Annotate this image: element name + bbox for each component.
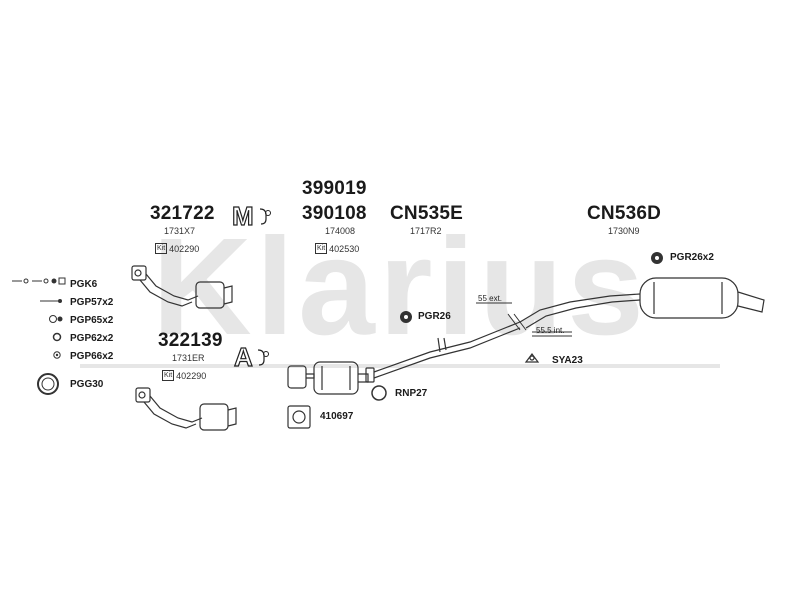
part-number-322139[interactable]: 322139: [158, 330, 223, 351]
oem-number-174008: 174008: [325, 226, 356, 236]
kit-number-402290-top[interactable]: Kit 402290: [155, 243, 199, 254]
callout-410697[interactable]: 410697: [320, 411, 354, 422]
kit-number: 402290: [176, 370, 207, 381]
kit-tag: Kit: [315, 243, 328, 254]
downpipe-upper-icon: [131, 265, 233, 309]
kit-number: 402290: [169, 243, 200, 254]
part-number-321722[interactable]: 321722: [150, 203, 215, 224]
mid-pipe-icon: [365, 321, 521, 383]
rubber-hanger-pgr26x2-icon: [651, 252, 663, 264]
fitting-label-pgp62x2[interactable]: PGP62x2: [70, 333, 114, 344]
rear-silencer-icon: [519, 277, 765, 329]
kit-tag: Kit: [162, 370, 175, 381]
kit-number-402530[interactable]: Kit 402530: [315, 243, 359, 254]
kit-tag: Kit: [155, 243, 168, 254]
svg-text:M: M: [232, 201, 254, 231]
dimension-55-5-int: 55.5 int.: [536, 326, 565, 335]
oem-number-1717r2: 1717R2: [410, 226, 442, 236]
clamp-sya23-icon: [524, 353, 540, 363]
fitting-label-pgk6[interactable]: PGK6: [70, 279, 98, 290]
brand-watermark: Klarius: [80, 210, 720, 376]
oem-number-1730n9: 1730N9: [608, 226, 640, 236]
callout-pgr26x2[interactable]: PGR26x2: [670, 252, 714, 263]
callout-sya23[interactable]: SYA23: [552, 355, 583, 366]
fitting-label-pgp57x2[interactable]: PGP57x2: [70, 297, 114, 308]
svg-text:Klarius: Klarius: [152, 210, 648, 364]
callout-rnp27[interactable]: RNP27: [395, 388, 428, 399]
oem-number-1731er: 1731ER: [172, 353, 205, 363]
downpipe-lower-icon: [135, 387, 237, 431]
dimension-55-ext: 55 ext.: [478, 294, 503, 303]
gasket-410697-icon: [287, 405, 311, 429]
kit-number: 402530: [329, 243, 360, 254]
svg-text:A: A: [234, 342, 253, 372]
part-number-399019[interactable]: 399019: [302, 178, 367, 199]
part-number-390108[interactable]: 390108: [302, 203, 367, 224]
oem-number-1731x7: 1731X7: [164, 226, 196, 236]
fitting-label-pgp66x2[interactable]: PGP66x2: [70, 351, 114, 362]
fitting-label-pgg30[interactable]: PGG30: [70, 379, 104, 390]
part-number-cn536d[interactable]: CN536D: [587, 203, 662, 224]
part-number-cn535e[interactable]: CN535E: [390, 203, 464, 224]
fitting-label-pgp65x2[interactable]: PGP65x2: [70, 315, 114, 326]
callout-pgr26[interactable]: PGR26: [418, 311, 451, 322]
catalytic-converter-icon: [287, 361, 369, 395]
rubber-hanger-pgr26-icon: [400, 311, 412, 323]
ring-rnp27-icon: [371, 385, 387, 401]
kit-number-402290-bottom[interactable]: Kit 402290: [162, 370, 206, 381]
